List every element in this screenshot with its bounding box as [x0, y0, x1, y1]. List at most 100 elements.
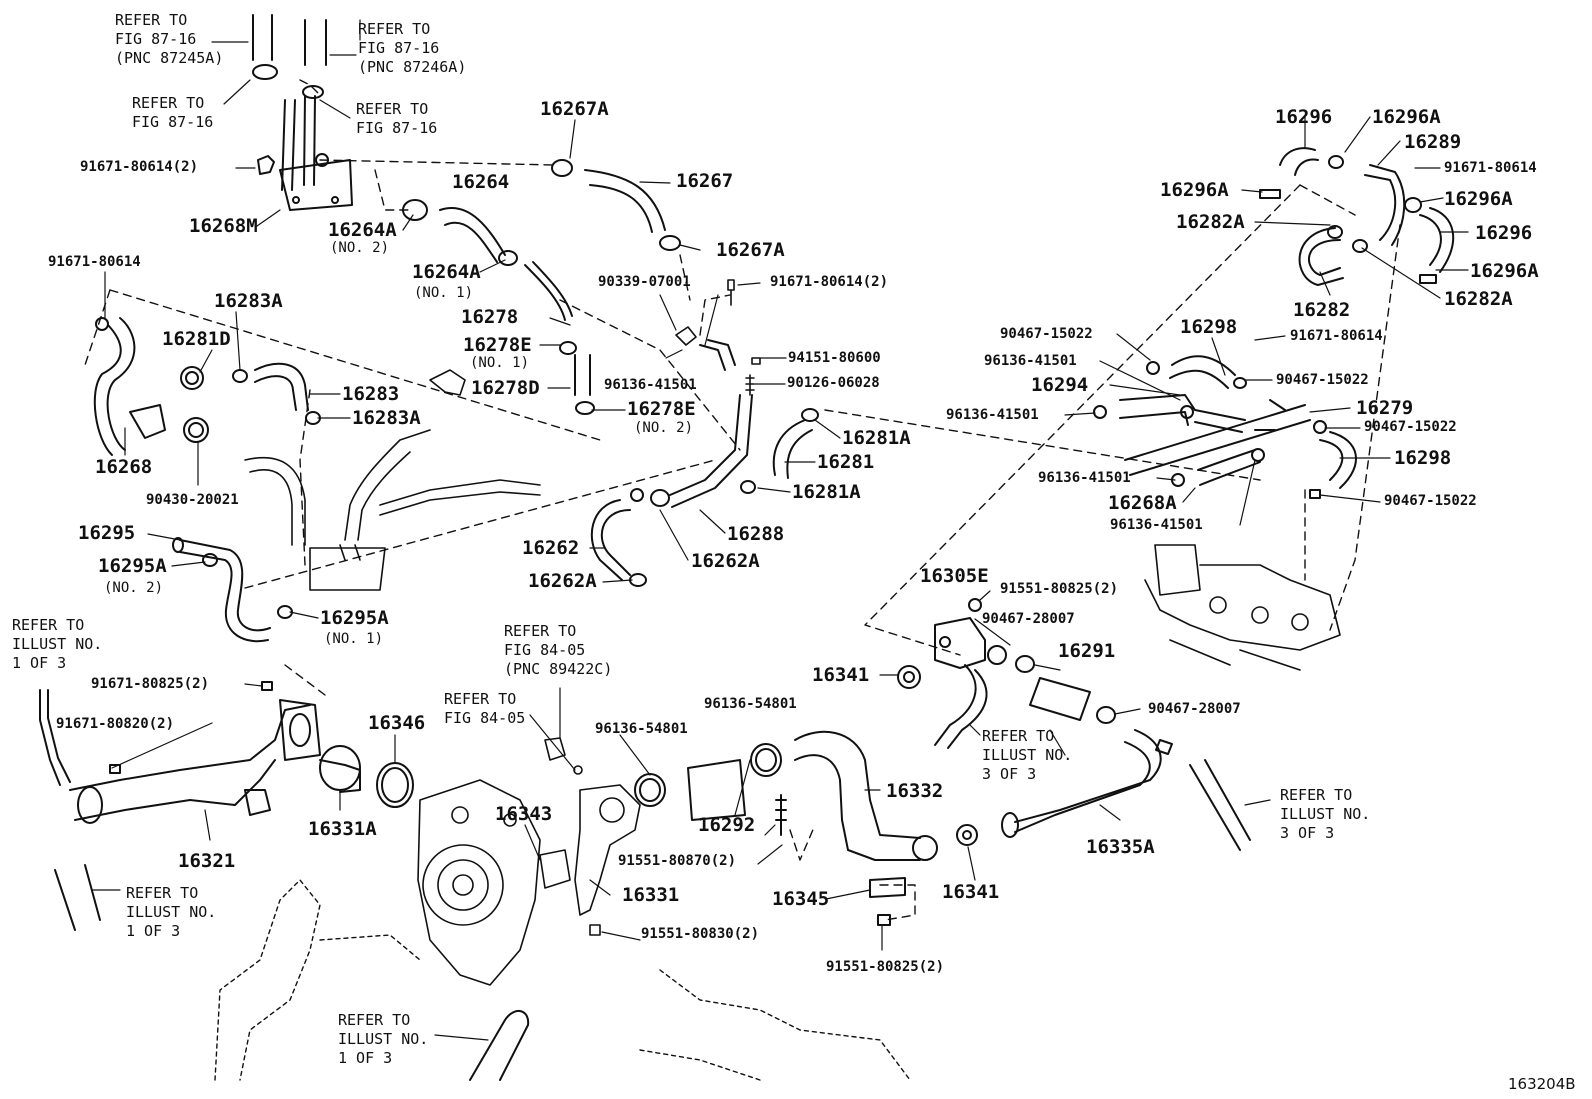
part-label: 90126-06028	[787, 375, 880, 391]
part-label: 16335A	[1086, 836, 1155, 858]
ref-note-illust-1-upper: REFER TO ILLUST NO. 1 OF 3	[12, 616, 103, 672]
part-label: 96136-54801	[704, 696, 797, 712]
part-label: 16294	[1031, 374, 1089, 396]
ref-note-fig-87-16-87245a: REFER TO FIG 87-16 (PNC 87245A)	[115, 11, 224, 67]
part-label: 16296A	[1444, 188, 1513, 210]
hoses-16268-16283	[93, 317, 321, 456]
part-label: 16278	[461, 306, 519, 328]
part-label: 91551-80825(2)	[1000, 581, 1119, 597]
part-label: 16331	[622, 884, 680, 906]
part-label: 16268	[95, 456, 153, 478]
part-label: 16267A	[716, 239, 785, 261]
part-label: 16289	[1404, 131, 1462, 153]
part-label: 91551-80830(2)	[641, 926, 760, 942]
ref-note-fig-87-16-left: REFER TO FIG 87-16	[132, 94, 214, 131]
hose-16281	[740, 408, 819, 494]
part-label: 16295	[78, 522, 136, 544]
part-label: 16278E	[627, 398, 696, 420]
part-label: 16268A	[1108, 492, 1177, 514]
pipe-16278	[524, 261, 595, 415]
hose-16264-16267	[402, 159, 681, 266]
part-label: 16264A	[328, 219, 397, 241]
part-label: 16281A	[842, 427, 911, 449]
part-label: 16278D	[471, 377, 540, 399]
part-label: 16292	[698, 814, 756, 836]
part-label: 91551-80870(2)	[618, 853, 737, 869]
part-label: 16283A	[352, 407, 421, 429]
part-label: 16281D	[162, 328, 231, 350]
engine-pipe-mesh	[244, 369, 541, 591]
engine-lower-outline	[214, 879, 911, 1081]
ref-note-fig-84-05-89422c: REFER TO FIG 84-05 (PNC 89422C)	[504, 622, 613, 678]
part-label: 16283A	[214, 290, 283, 312]
part-label: 16343	[495, 803, 553, 825]
part-label: 16332	[886, 780, 944, 802]
ref-note-illust-3-middle: REFER TO ILLUST NO. 3 OF 3	[982, 727, 1073, 783]
part-label: 90430-20021	[146, 492, 239, 508]
part-qualifier: (NO. 1)	[414, 285, 474, 301]
part-label: 16298	[1394, 447, 1452, 469]
part-label: 16296	[1275, 106, 1333, 128]
part-label: 16296A	[1372, 106, 1441, 128]
part-label: 16298	[1180, 316, 1238, 338]
part-label: 16262A	[691, 550, 760, 572]
part-label: 90467-15022	[1384, 493, 1477, 509]
part-label: 16296A	[1470, 260, 1539, 282]
hoses-16298-16294	[1093, 355, 1357, 499]
part-label: 90467-15022	[1000, 326, 1093, 342]
part-label: 90467-28007	[1148, 701, 1241, 717]
part-label: 16305E	[920, 565, 989, 587]
figure-id: 163204B	[1508, 1075, 1576, 1093]
pipes-87-16	[252, 14, 353, 211]
pipe-16332-16292	[634, 730, 938, 926]
part-label: 96136-41501	[984, 353, 1077, 369]
part-label: 16346	[368, 712, 426, 734]
ref-note-illust-3-right: REFER TO ILLUST NO. 3 OF 3	[1280, 786, 1371, 842]
hoses-16296-16282	[1259, 147, 1455, 286]
part-label: 16288	[727, 523, 785, 545]
part-qualifier: (NO. 1)	[324, 631, 384, 647]
part-label: 16341	[942, 881, 1000, 903]
part-label: 16278E	[463, 334, 532, 356]
outlet-16305E-hoses	[897, 598, 1251, 851]
part-label: 16282	[1293, 299, 1351, 321]
part-label: 91671-80614(2)	[80, 159, 199, 175]
bolts	[675, 279, 761, 396]
part-label: 16296	[1475, 222, 1533, 244]
part-qualifier: (NO. 2)	[634, 420, 694, 436]
part-label: 16331A	[308, 818, 377, 840]
part-label: 90467-15022	[1364, 419, 1457, 435]
part-label: 16295A	[320, 607, 389, 629]
pipe-16288-16262	[590, 339, 753, 587]
leader-lines	[91, 19, 1469, 1041]
part-label: 16281	[817, 451, 875, 473]
part-label: 96136-54801	[595, 721, 688, 737]
ref-note-fig-87-16-right: REFER TO FIG 87-16	[356, 100, 438, 137]
engine-block-right	[1144, 544, 1341, 671]
part-label: 16262A	[528, 570, 597, 592]
part-qualifier: (NO. 2)	[330, 240, 390, 256]
part-label: 16262	[522, 537, 580, 559]
part-label: 91671-80614	[48, 254, 141, 270]
part-label: 91671-80614	[1444, 160, 1537, 176]
part-label: 16321	[178, 850, 236, 872]
part-label: 16268M	[189, 215, 258, 237]
part-label: 16264A	[412, 261, 481, 283]
hose-16295	[172, 537, 293, 643]
ref-note-fig-84-05: REFER TO FIG 84-05	[444, 690, 526, 727]
part-label: 91671-80614(2)	[770, 274, 889, 290]
ref-note-illust-1-bottom: REFER TO ILLUST NO. 1 OF 3	[338, 1011, 429, 1067]
part-label: 16279	[1356, 397, 1414, 419]
dashed-assembly-lines	[84, 79, 1401, 921]
ref-note-illust-1-middle: REFER TO ILLUST NO. 1 OF 3	[126, 884, 217, 940]
part-label: 16267A	[540, 98, 609, 120]
part-label: 16282A	[1444, 288, 1513, 310]
part-label: 96136-41501	[946, 407, 1039, 423]
part-label: 91671-80825(2)	[91, 676, 210, 692]
part-label: 91551-80825(2)	[826, 959, 945, 975]
pipe-stub-bottom	[469, 1010, 530, 1081]
part-label: 16296A	[1160, 179, 1229, 201]
thermostat-16331A	[319, 745, 414, 808]
part-label: 91671-80614	[1290, 328, 1383, 344]
